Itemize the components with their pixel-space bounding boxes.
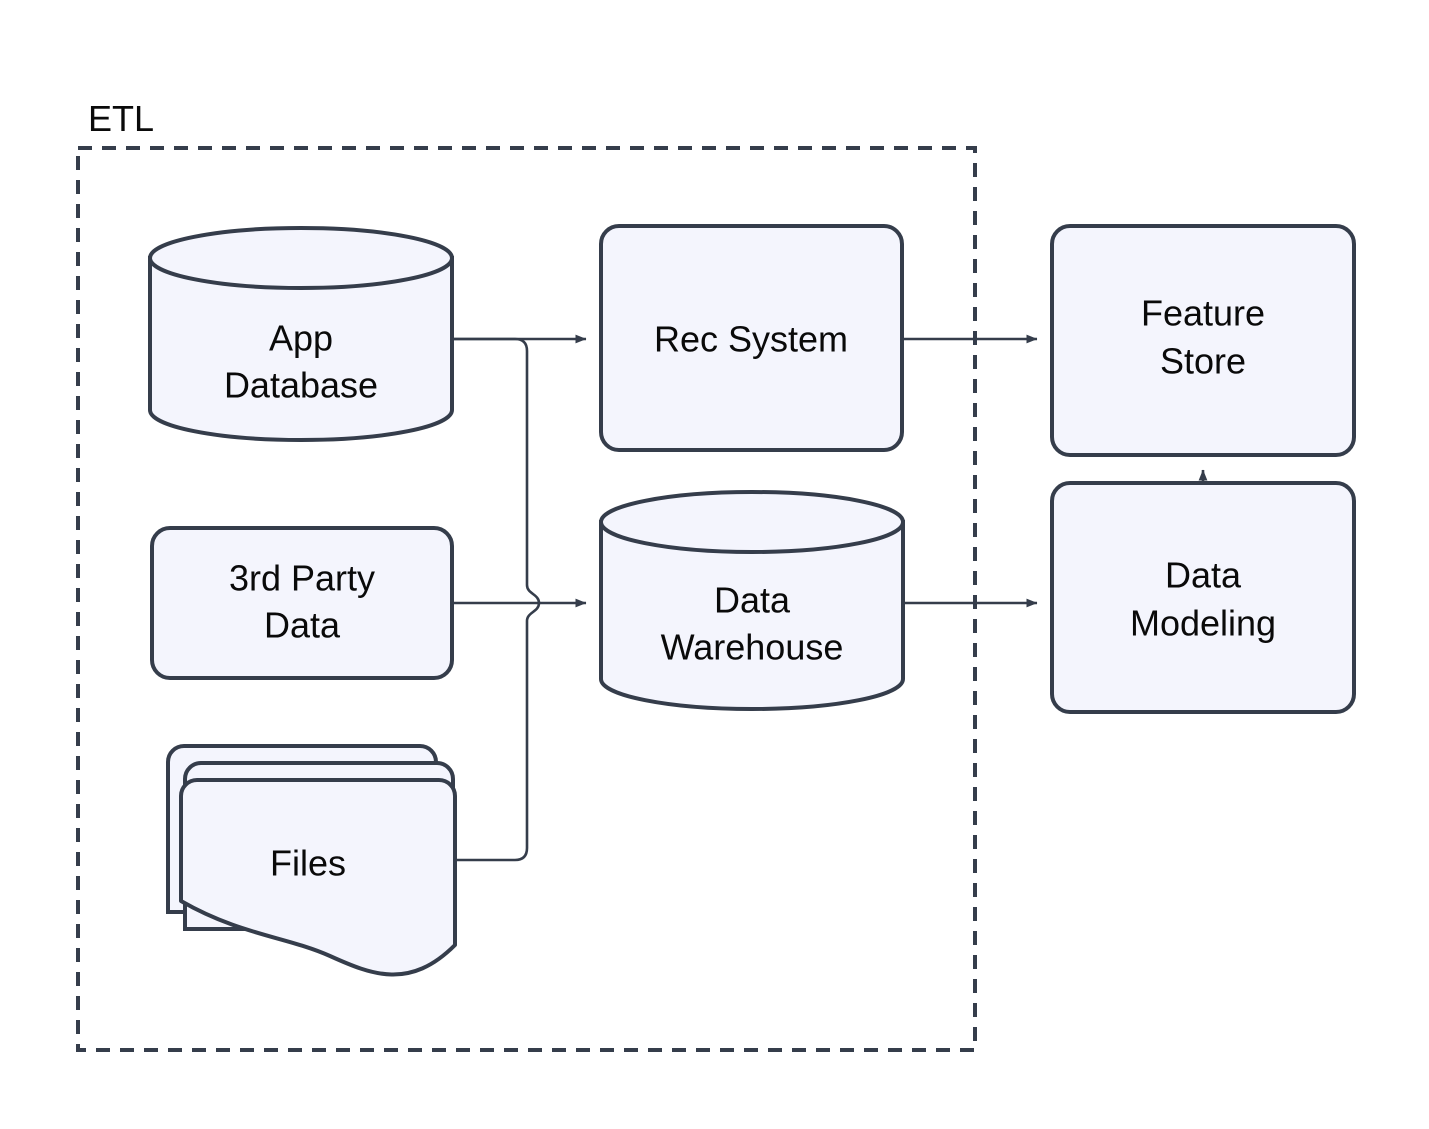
- app-database-top-ellipse: [148, 226, 454, 290]
- node-app-database[interactable]: App Database: [148, 226, 454, 442]
- data-warehouse-label-line2: Warehouse: [661, 627, 844, 668]
- edge-appdb-warehouse-trunk: [452, 337, 541, 862]
- app-database-label-line2: Database: [224, 365, 378, 406]
- node-rec-system[interactable]: Rec System: [599, 224, 904, 452]
- files-sheet-front: [179, 778, 457, 977]
- node-data-warehouse[interactable]: Data Warehouse: [599, 490, 905, 711]
- rec-system-label: Rec System: [654, 319, 848, 360]
- third-party-data-label-line2: Data: [264, 605, 341, 646]
- data-warehouse-top-ellipse: [599, 490, 905, 554]
- app-database-label-line1: App: [269, 318, 333, 359]
- etl-group-border: [76, 146, 977, 1052]
- data-warehouse-body: [599, 520, 905, 711]
- node-data-modeling[interactable]: Data Modeling: [1050, 481, 1356, 714]
- third-party-data-label-line1: 3rd Party: [229, 558, 375, 599]
- rec-system-box: [599, 224, 904, 452]
- connector-layer: [452, 334, 1208, 862]
- feature-store-label-line1: Feature: [1141, 293, 1265, 334]
- node-files[interactable]: Files: [166, 744, 457, 977]
- feature-store-label-line2: Store: [1160, 341, 1246, 382]
- feature-store-box: [1050, 224, 1356, 457]
- data-modeling-box: [1050, 481, 1356, 714]
- data-modeling-label-line2: Modeling: [1130, 603, 1276, 644]
- etl-group-container: ETL: [76, 98, 977, 1052]
- data-modeling-label-line1: Data: [1165, 555, 1242, 596]
- node-feature-store[interactable]: Feature Store: [1050, 224, 1356, 457]
- node-third-party-data[interactable]: 3rd Party Data: [150, 526, 454, 680]
- etl-group-label: ETL: [88, 98, 154, 139]
- app-database-body: [148, 256, 454, 442]
- files-label: Files: [270, 843, 346, 884]
- data-warehouse-label-line1: Data: [714, 580, 791, 621]
- third-party-data-box: [150, 526, 454, 680]
